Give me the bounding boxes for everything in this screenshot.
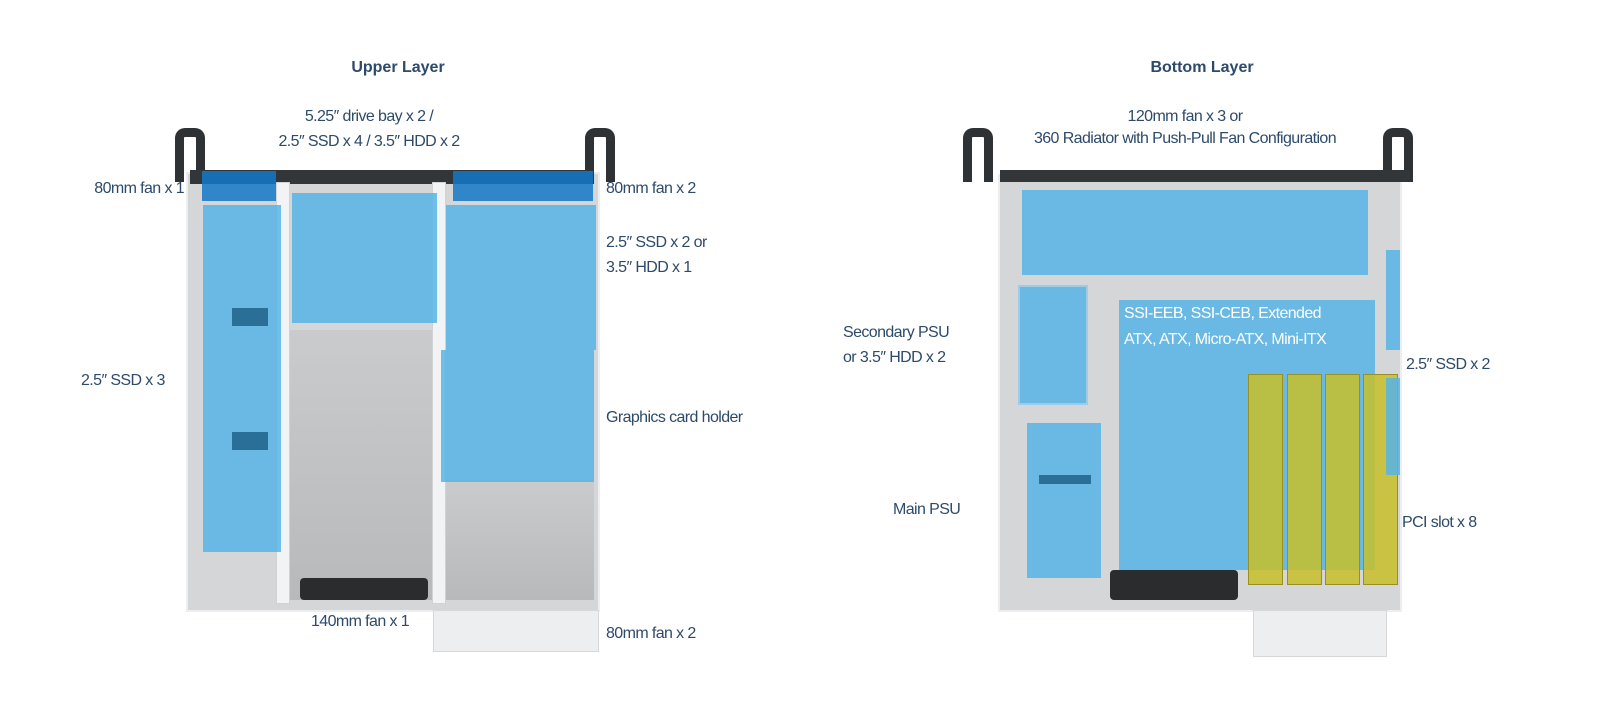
fan-left-label: 80mm fan x 1 (94, 180, 184, 197)
secondary-psu-label: Secondary PSU (843, 324, 950, 341)
drive-bay-label-2: 2.5″ SSD x 4 / 3.5″ HDD x 2 (278, 133, 461, 150)
ssd-zone-side (1386, 250, 1400, 350)
chassis-floor (290, 330, 438, 600)
ssd-right-label: 2.5″ SSD x 2 or (606, 234, 707, 251)
ssd-zone-side (1386, 378, 1400, 475)
front-panel (1000, 170, 1410, 182)
ssd-side-label: 2.5″ SSD x 2 (1406, 356, 1490, 373)
ssd-left-label: 2.5″ SSD x 3 (81, 372, 165, 389)
upper-layer-title: Upper Layer (351, 59, 445, 76)
secondary-psu-zone (1018, 285, 1088, 405)
rear-extension (433, 610, 599, 652)
bottom-layer-title: Bottom Layer (1150, 59, 1254, 76)
fan-top-label: 120mm fan x 3 or (1127, 108, 1244, 125)
right-handle (585, 128, 615, 182)
ssd-zone-left (203, 205, 281, 552)
ssd-slot (232, 308, 268, 326)
fan-bottom-label: 140mm fan x 1 (310, 613, 410, 630)
gpu-holder-label: Graphics card holder (606, 409, 743, 426)
gpu-holder-zone (441, 350, 594, 482)
pci-slot-label: PCI slot x 8 (1402, 514, 1477, 531)
fan-bottom-right-label: 80mm fan x 2 (606, 625, 696, 642)
fan-zone-right (453, 171, 593, 201)
chassis-floor-right (446, 480, 594, 600)
motherboard-label: SSI-EEB, SSI-CEB, Extended (1124, 305, 1322, 322)
psu-slot (1039, 475, 1091, 484)
ssd-zone-right (446, 205, 596, 350)
pci-slot-zone (1325, 374, 1360, 585)
main-psu-label: Main PSU (893, 501, 961, 518)
drive-bay-label: 5.25″ drive bay x 2 / (304, 108, 434, 125)
fan-140mm (300, 578, 428, 600)
main-psu-zone (1027, 423, 1101, 578)
rear-extension (1253, 610, 1387, 657)
fan-radiator-zone (1022, 190, 1368, 275)
ssd-right-label-2: 3.5″ HDD x 1 (606, 259, 692, 276)
right-handle (1383, 128, 1413, 182)
ssd-slot (232, 432, 268, 450)
left-handle (175, 128, 205, 182)
drive-bay-zone (292, 193, 437, 323)
radiator-label: 360 Radiator with Push-Pull Fan Configur… (1033, 130, 1337, 147)
left-handle (963, 128, 993, 182)
fan (1110, 570, 1238, 600)
fan-right-label: 80mm fan x 2 (606, 180, 696, 197)
secondary-psu-label-2: or 3.5″ HDD x 2 (843, 349, 946, 366)
fan-zone-left (202, 171, 276, 201)
pci-slot-zone (1287, 374, 1322, 585)
pci-slot-zone (1248, 374, 1283, 585)
motherboard-label-2: ATX, ATX, Micro-ATX, Mini-ITX (1124, 331, 1327, 348)
